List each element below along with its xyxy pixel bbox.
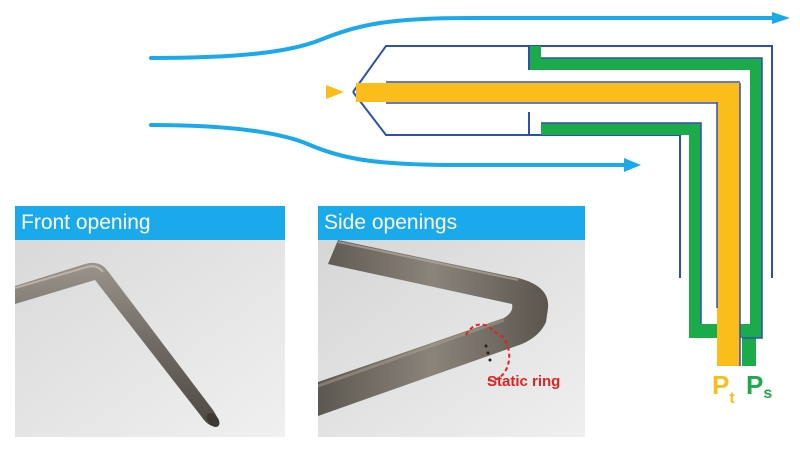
side-openings-photo [318,240,585,437]
front-opening-panel: Front opening [15,206,285,437]
lower-streamline-arrow-icon [624,158,641,172]
static-pressure-label: Ps [746,372,772,398]
center-streamline [151,85,344,99]
front-opening-title: Front opening [15,206,285,240]
total-pressure-label: Pt [712,372,735,398]
static-ring-label: Static ring [487,373,560,390]
front-opening-photo [15,240,285,437]
center-streamline-arrow-icon [326,85,344,99]
upper-streamline-arrow-icon [772,12,790,24]
side-openings-title: Side openings [318,206,585,240]
upper-streamline [151,12,790,58]
side-openings-panel: Side openings [318,206,585,437]
